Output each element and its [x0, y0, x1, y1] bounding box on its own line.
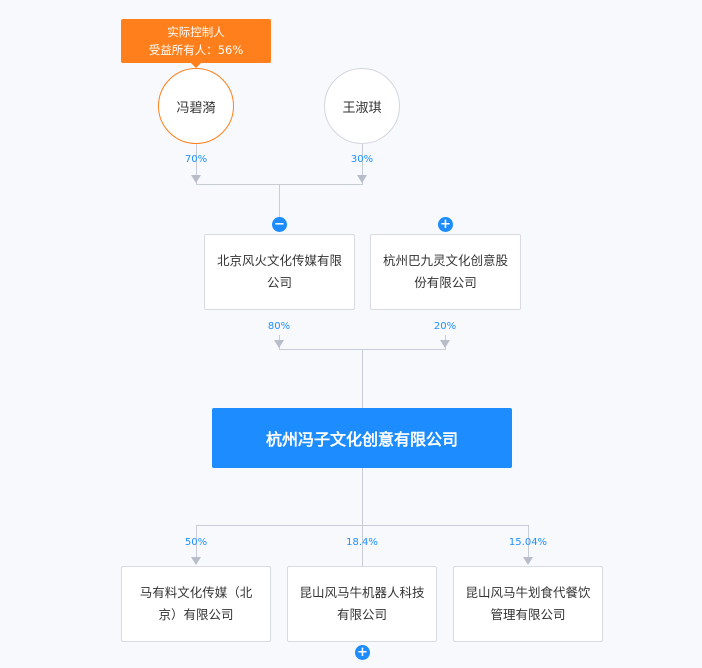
arrow-icon: [191, 557, 201, 565]
controller-tag: 实际控制人受益所有人：56%: [121, 19, 271, 68]
arrow-icon: [191, 175, 201, 183]
share-pct: 20%: [433, 321, 457, 332]
shareholder-name: 冯碧漪: [176, 100, 216, 116]
share-pct: 30%: [350, 154, 374, 165]
share-pct: 15.04%: [508, 537, 548, 548]
company-name: 北京风火文化传媒有限公司: [216, 253, 342, 290]
share-pct: 80%: [267, 321, 291, 332]
controller-label: 实际控制人: [167, 25, 225, 39]
parent-company-node[interactable]: 杭州巴九灵文化创意股份有限公司: [370, 234, 521, 310]
share-pct: 70%: [184, 154, 208, 165]
company-name: 昆山风马牛机器人科技有限公司: [299, 585, 425, 622]
arrow-icon: [357, 175, 367, 183]
investment-node[interactable]: 昆山风马牛划食代餐饮管理有限公司: [453, 566, 603, 642]
company-name: 马有料文化传媒（北京）有限公司: [139, 585, 253, 622]
share-pct: 18.4%: [346, 537, 378, 548]
company-name: 杭州冯子文化创意有限公司: [265, 430, 458, 449]
investment-node[interactable]: 昆山风马牛机器人科技有限公司: [287, 566, 437, 642]
investment-node[interactable]: 马有料文化传媒（北京）有限公司: [121, 566, 271, 642]
beneficial-owner-label: 受益所有人：56%: [148, 43, 244, 57]
expand-button[interactable]: +: [355, 645, 370, 660]
share-pct: 50%: [184, 537, 208, 548]
shareholder-name: 王淑琪: [342, 100, 382, 116]
shareholder-node[interactable]: 冯碧漪: [158, 68, 234, 144]
parent-company-node[interactable]: 北京风火文化传媒有限公司: [204, 234, 355, 310]
company-name: 杭州巴九灵文化创意股份有限公司: [382, 253, 508, 290]
expand-button[interactable]: +: [438, 217, 453, 232]
shareholder-node[interactable]: 王淑琪: [324, 68, 400, 144]
company-name: 昆山风马牛划食代餐饮管理有限公司: [465, 585, 591, 622]
collapse-button[interactable]: −: [272, 217, 287, 232]
arrow-icon: [440, 340, 450, 348]
arrow-icon: [274, 340, 284, 348]
arrow-icon: [523, 557, 533, 565]
target-company-node[interactable]: 杭州冯子文化创意有限公司: [212, 408, 512, 468]
